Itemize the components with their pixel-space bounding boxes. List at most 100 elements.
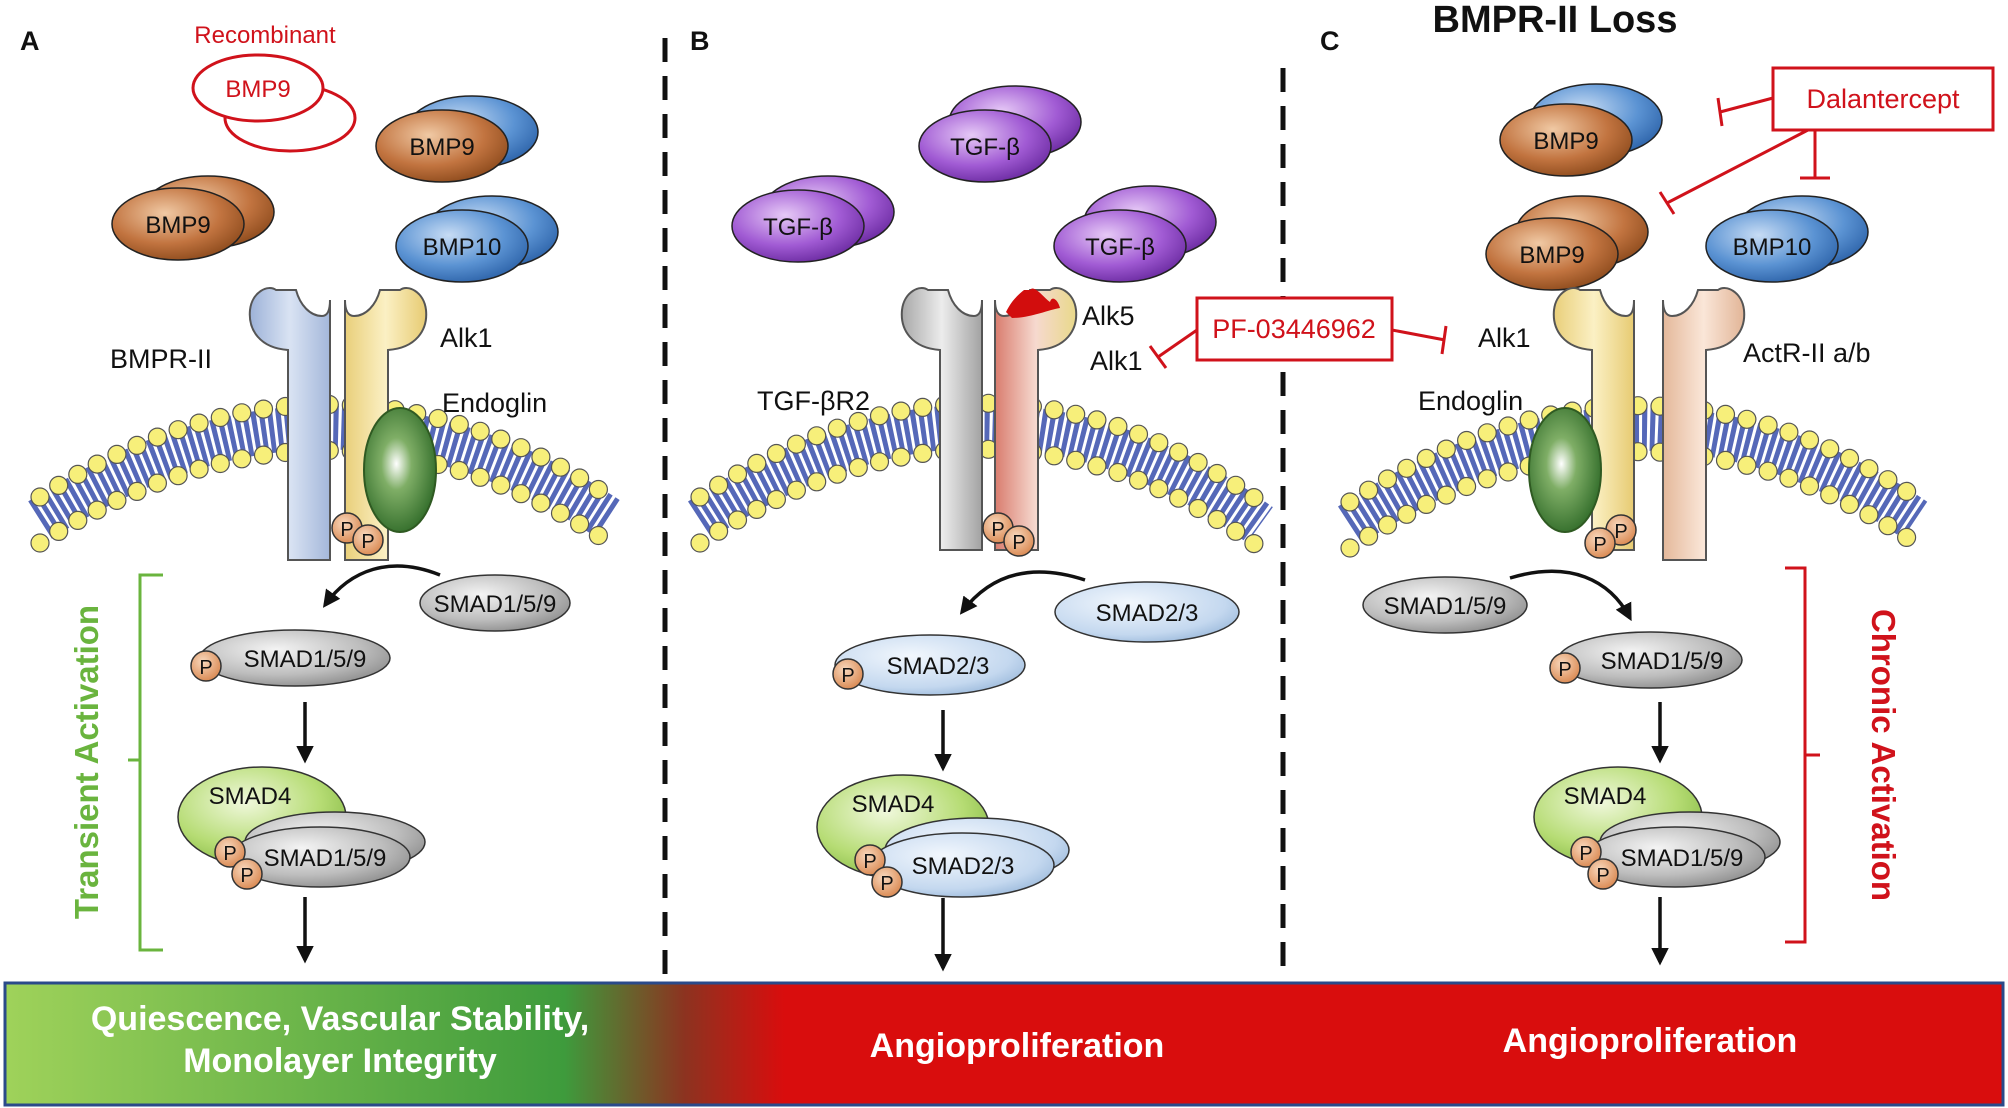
smad-phospho-a: SMAD1/5/9 P <box>190 629 391 687</box>
recombinant-bmp9-front <box>191 53 325 123</box>
panel-letter-c: C <box>1320 26 1340 56</box>
lipid-beads <box>690 393 1264 508</box>
smad-free-a: SMAD1/5/9 <box>419 574 571 632</box>
smad-complex-c: SMAD4 SMAD1/5/9 P P <box>1533 766 1781 890</box>
svg-text:BMP9: BMP9 <box>409 134 474 161</box>
svg-text:TGF-β: TGF-β <box>763 214 833 241</box>
ligand-tgfb-left: TGF-β <box>731 175 895 263</box>
arrow-c-recruit <box>1509 569 1632 622</box>
ligand-tgfb-right: TGF-β <box>1053 185 1217 283</box>
svg-text:Dalantercept: Dalantercept <box>1806 84 1960 114</box>
outcome-c: Angioproliferation <box>1503 1022 1798 1060</box>
ligand-tgfb-top: TGF-β <box>918 85 1082 183</box>
svg-text:SMAD1/5/9: SMAD1/5/9 <box>264 845 387 872</box>
receptor-phospho-a: P P <box>331 512 384 556</box>
svg-text:BMP10: BMP10 <box>423 234 502 261</box>
svg-text:SMAD4: SMAD4 <box>209 783 292 810</box>
inhibitor-dalantercept: Dalantercept <box>1658 66 1995 215</box>
ligand-bmp10: BMP10 <box>395 195 559 283</box>
receptor-alk1-c <box>1552 287 1635 551</box>
panel-letter-a: A <box>20 26 40 56</box>
inhibitor-pf03446962: PF-03446962 <box>1148 296 1448 369</box>
svg-text:P: P <box>863 851 876 873</box>
label-alk1-b: Alk1 <box>1090 346 1143 376</box>
svg-text:SMAD1/5/9: SMAD1/5/9 <box>1621 845 1744 872</box>
lipid-beads <box>30 440 609 553</box>
receptor-bmpr2 <box>248 287 331 561</box>
endoglin-c <box>1528 407 1602 533</box>
svg-text:PF-03446962: PF-03446962 <box>1212 314 1376 344</box>
svg-text:P: P <box>240 865 253 887</box>
smad-complex-a: SMAD4 SMAD1/5/9 P P <box>177 766 426 890</box>
panel-c-title: BMPR-II Loss <box>1433 0 1678 41</box>
label-tgfbr2: TGF-βR2 <box>757 386 870 416</box>
svg-text:P: P <box>1579 843 1592 865</box>
receptor-tgfbr2 <box>900 287 983 551</box>
outcome-a-line1: Quiescence, Vascular Stability, <box>91 1000 589 1038</box>
ligand-bmp9-c-left: BMP9 <box>1485 195 1649 291</box>
ligand-bmp10-c: BMP10 <box>1705 195 1869 283</box>
svg-text:P: P <box>880 873 893 895</box>
svg-text:P: P <box>199 657 212 679</box>
svg-text:P: P <box>991 519 1004 541</box>
receptor-alk5-alk1 <box>994 287 1078 551</box>
label-alk5: Alk5 <box>1082 301 1135 331</box>
svg-text:SMAD2/3: SMAD2/3 <box>912 853 1015 880</box>
bracket-chronic <box>1785 566 1820 944</box>
svg-text:BMP9: BMP9 <box>1519 242 1584 269</box>
smad-phospho-b: SMAD2/3 P <box>832 634 1026 696</box>
receptor-phospho-c: P P <box>1584 514 1637 559</box>
label-bmpr2: BMPR-II <box>110 344 212 374</box>
svg-text:TGF-β: TGF-β <box>1085 234 1155 261</box>
svg-text:BMP10: BMP10 <box>1733 234 1812 261</box>
svg-text:P: P <box>1558 659 1571 681</box>
svg-text:SMAD1/5/9: SMAD1/5/9 <box>244 646 367 673</box>
outcome-a-line2: Monolayer Integrity <box>183 1042 497 1080</box>
svg-text:P: P <box>1596 865 1609 887</box>
svg-text:BMP9: BMP9 <box>1533 128 1598 155</box>
outcome-b: Angioproliferation <box>870 1027 1165 1065</box>
svg-text:P: P <box>1593 534 1606 556</box>
label-alk1-c: Alk1 <box>1478 323 1531 353</box>
svg-text:SMAD2/3: SMAD2/3 <box>887 653 990 680</box>
smad-free-b: SMAD2/3 <box>1054 581 1240 643</box>
smad-phospho-c: SMAD1/5/9 P <box>1549 631 1743 689</box>
svg-text:P: P <box>340 519 353 541</box>
arrow-a-recruit <box>322 564 441 608</box>
panel-letter-b: B <box>690 26 710 56</box>
endoglin-a <box>363 407 437 533</box>
svg-text:P: P <box>1012 532 1025 554</box>
receptor-phospho-b: P P <box>982 512 1035 557</box>
label-chronic-activation: Chronic Activation <box>1865 609 1902 901</box>
svg-text:SMAD1/5/9: SMAD1/5/9 <box>1601 648 1724 675</box>
svg-text:P: P <box>223 843 236 865</box>
arrow-b-recruit <box>959 570 1086 615</box>
svg-text:BMP9: BMP9 <box>145 212 210 239</box>
panel-c: Dalantercept BMP9 BMP9 BMP10 <box>1337 66 1995 966</box>
label-endoglin-c: Endoglin <box>1418 386 1523 416</box>
ligand-bmp9-left: BMP9 <box>111 175 275 261</box>
outcome-bar: Quiescence, Vascular Stability, Monolaye… <box>3 981 2005 1107</box>
label-transient-activation: Transient Activation <box>68 605 105 919</box>
svg-text:SMAD2/3: SMAD2/3 <box>1096 600 1199 627</box>
smad-complex-b: SMAD4 SMAD2/3 P P <box>816 774 1070 898</box>
bracket-transient <box>128 573 163 952</box>
svg-text:TGF-β: TGF-β <box>950 134 1020 161</box>
svg-text:P: P <box>361 531 374 553</box>
label-endoglin: Endoglin <box>442 388 547 418</box>
svg-text:SMAD4: SMAD4 <box>852 791 935 818</box>
panel-b: TGF-β TGF-β TGF-β TGF-βR2 Alk5 Alk1 <box>687 85 1273 972</box>
panel-a: Recombinant BMP9 BMP9 BMP9 BMP10 <box>28 22 623 964</box>
svg-text:SMAD1/5/9: SMAD1/5/9 <box>1384 593 1507 620</box>
svg-text:SMAD1/5/9: SMAD1/5/9 <box>434 591 557 618</box>
label-actr2: ActR-II a/b <box>1743 338 1871 368</box>
svg-text:P: P <box>1614 521 1627 543</box>
svg-text:SMAD4: SMAD4 <box>1564 783 1647 810</box>
ligand-bmp9-c-top: BMP9 <box>1499 83 1663 177</box>
svg-text:P: P <box>841 665 854 687</box>
recombinant-bmp9-label: BMP9 <box>225 76 290 103</box>
receptor-actr2 <box>1662 287 1746 561</box>
ligand-bmp9-right: BMP9 <box>375 95 539 183</box>
smad-free-c: SMAD1/5/9 <box>1362 576 1528 634</box>
